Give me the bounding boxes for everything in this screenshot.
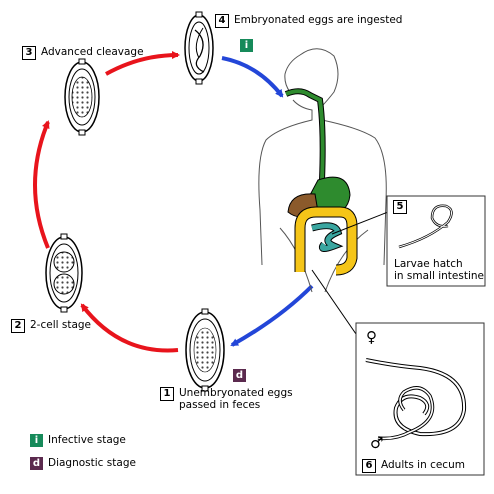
stage-1-text-line1: Unembryonated eggs (179, 387, 293, 399)
arrow-human-to-1 (230, 284, 314, 347)
stage-3-number: 3 (22, 46, 36, 60)
adult-worms-icon (365, 358, 467, 441)
stage-5-number: 5 (393, 200, 407, 214)
stage-2-label: 2 2-cell stage (11, 319, 91, 333)
stage-2-number: 2 (11, 319, 25, 333)
legend-diagnostic-badge: d (30, 456, 43, 470)
egg-unembryonated (185, 308, 225, 392)
arrow-2-to-3 (33, 120, 50, 249)
stage-2-text: 2-cell stage (30, 319, 92, 331)
connector-line-6 (311, 269, 357, 335)
stage-5-text-line2: in small intestine (394, 270, 484, 282)
stage-1-text-line2: passed in feces (179, 399, 261, 411)
diagnostic-badge: d (233, 369, 246, 382)
stage-3-label: 3 Advanced cleavage (22, 46, 144, 60)
arrow-1-to-2 (80, 303, 179, 353)
stage-1-number: 1 (160, 387, 174, 401)
connector-line-5 (331, 211, 389, 235)
stage-6-label: 6 Adults in cecum (362, 459, 465, 473)
stage-4-label: 4 Embryonated eggs are ingested (215, 14, 402, 28)
female-symbol: ♀ (366, 328, 377, 346)
egg-embryonated (184, 11, 214, 85)
stage-4-text: Embryonated eggs are ingested (234, 14, 403, 26)
stage-5-number-box: 5 (393, 200, 412, 214)
egg-advanced-cleavage (64, 58, 100, 136)
stage-6-text: Adults in cecum (381, 459, 465, 471)
legend-diagnostic: d Diagnostic stage (30, 456, 136, 470)
arrow-4-to-human (221, 56, 284, 98)
legend-infective-badge: i (30, 433, 43, 447)
legend-diagnostic-text: Diagnostic stage (48, 457, 136, 469)
male-symbol: ♂ (370, 434, 384, 452)
arrow-3-to-4 (105, 51, 180, 76)
esophagus (284, 88, 326, 181)
legend-infective-text: Infective stage (48, 434, 126, 446)
stage-5-text-line1: Larvae hatch (394, 258, 463, 270)
legend-infective: i Infective stage (30, 433, 126, 447)
stage-6-number: 6 (362, 459, 376, 473)
infective-badge: i (240, 39, 253, 52)
stage-4-number: 4 (215, 14, 229, 28)
stage-3-text: Advanced cleavage (41, 46, 144, 58)
egg-two-cell (45, 233, 83, 313)
